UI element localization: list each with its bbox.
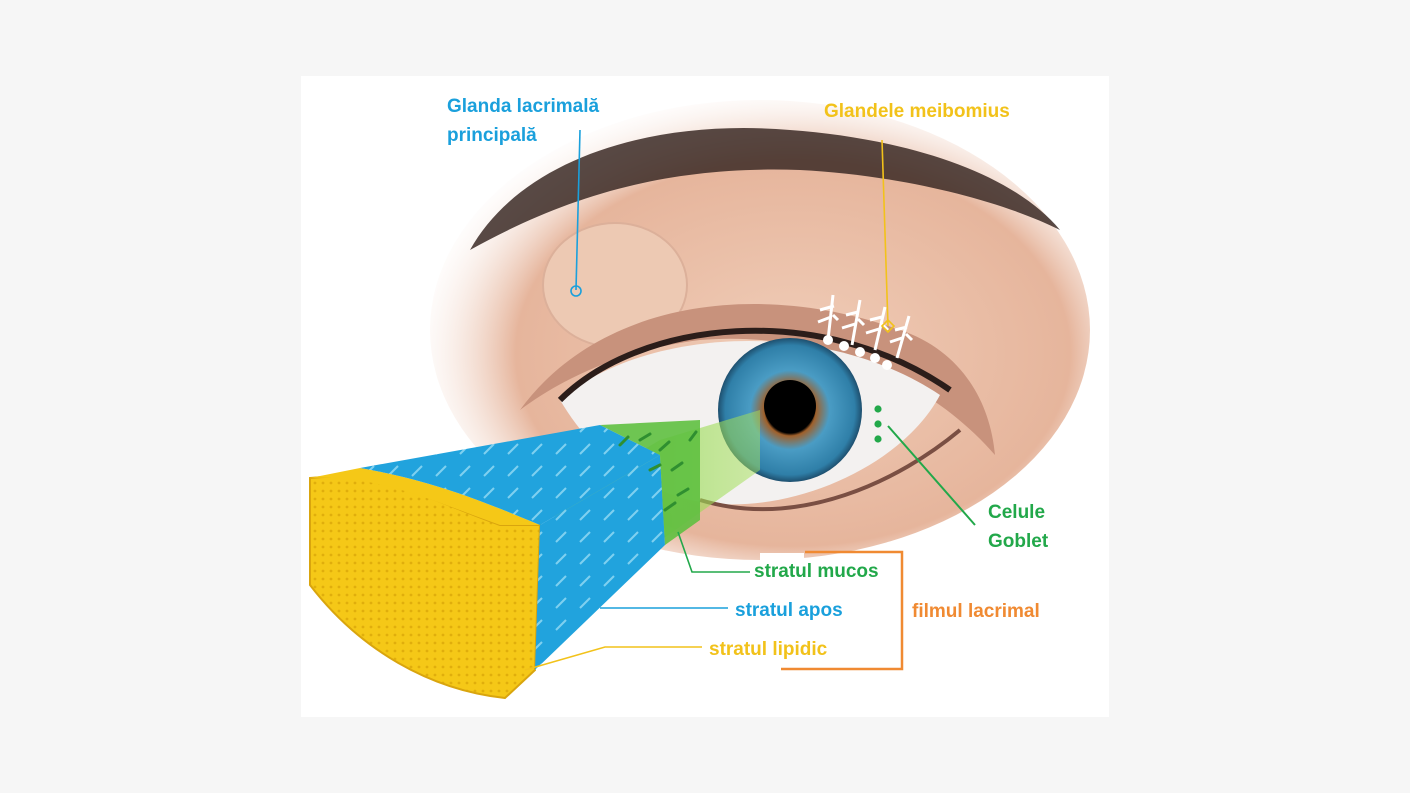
lacrimal-leader-line bbox=[575, 129, 581, 291]
goblet-cell-dots bbox=[874, 405, 882, 443]
tear-film-cross-section bbox=[309, 420, 700, 700]
aqueous-layer-label: stratul apos bbox=[735, 600, 843, 621]
goblet-leader-line bbox=[887, 425, 976, 526]
goblet-label-1: Celule bbox=[988, 502, 1045, 523]
mucous-layer-label: stratul mucos bbox=[754, 561, 879, 582]
lipid-leader-line bbox=[524, 646, 702, 671]
tear-film-bracket bbox=[781, 550, 904, 671]
meibomian-leader-line bbox=[881, 139, 889, 327]
lacrimal-gland-label-2: principală bbox=[447, 125, 537, 146]
tear-film-label: filmul lacrimal bbox=[912, 601, 1040, 622]
mucous-leader-line bbox=[677, 531, 750, 573]
lacrimal-gland-label-1: Glanda lacrimală bbox=[447, 96, 600, 117]
meibomian-label: Glandele meibomius bbox=[824, 101, 1010, 122]
lipid-layer-label: stratul lipidic bbox=[709, 639, 828, 660]
meibomian-leader-marker bbox=[880, 318, 896, 334]
lacrimal-leader-dot bbox=[570, 285, 582, 297]
goblet-label-2: Goblet bbox=[988, 531, 1049, 552]
